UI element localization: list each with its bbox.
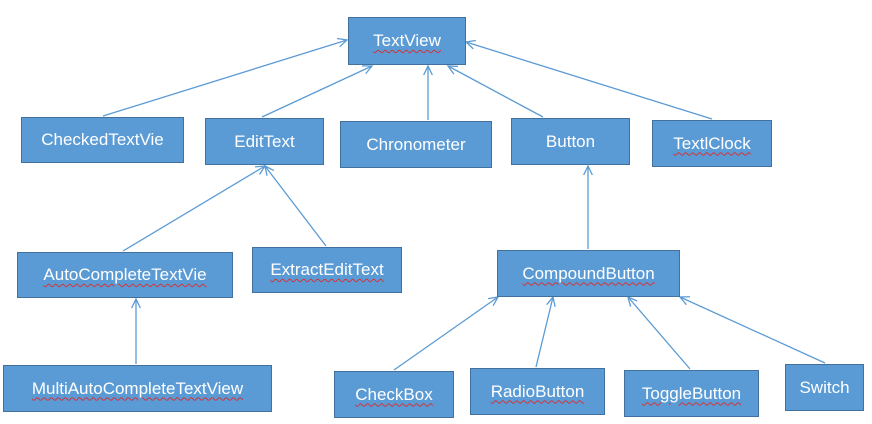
node-edittext-label: EditText [234,131,295,151]
arrow-checkedtextview-to-textview [102,37,349,117]
node-textview-label: TextView [373,31,441,50]
node-checkbox: CheckBox [334,371,454,418]
node-button-label: Button [545,131,596,151]
node-extractedittext-label: ExtractEditText [270,260,384,279]
arrow-multiautocompletetextview-to-autocompletetextview [131,297,141,364]
arrow-checkbox-to-compoundbutton [393,296,500,371]
node-switch-label: Switch [799,377,850,397]
node-togglebutton: ToggleButton [624,370,759,417]
arrow-extractedittext-to-edittext [264,164,327,247]
node-togglebutton-label: ToggleButton [641,383,742,403]
node-chronometer: Chronometer [340,121,492,168]
node-autocompletetextview-label: AutoCompleteTextVie [43,265,207,284]
node-edittext: EditText [205,118,324,165]
arrow-textclock-to-textview [464,39,713,120]
arrow-chronometer-to-textview [423,64,433,120]
arrow-button-to-textview [446,65,544,118]
node-button: Button [511,118,630,165]
node-chronometer-label: Chronometer [366,134,466,154]
node-compoundbutton: CompoundButton [497,250,680,297]
node-multiautocompletetextview-label: MultiAutoCompleteTextView [31,378,244,398]
node-radiobutton: RadioButton [470,368,605,415]
arrow-radiobutton-to-compoundbutton [535,295,556,368]
arrow-edittext-to-textview [261,65,374,118]
node-textclock: TextlClock [652,120,772,167]
node-multiautocompletetextview: MultiAutoCompleteTextView [3,365,272,412]
node-checkedtextview-label: CheckedTextVie [41,130,164,149]
arrow-togglebutton-to-compoundbutton [627,295,691,370]
arrow-switch-to-compoundbutton [678,296,826,364]
node-switch: Switch [785,364,864,411]
node-radiobutton-label: RadioButton [490,381,585,401]
node-textclock-label: TextlClock [673,133,751,153]
node-extractedittext: ExtractEditText [252,247,402,293]
node-checkbox-label: CheckBox [355,384,433,404]
node-textview: TextView [348,17,466,65]
arrow-autocompletetextview-to-edittext [122,165,267,252]
node-autocompletetextview: AutoCompleteTextVie [17,252,233,298]
arrow-compoundbutton-to-button [583,164,593,249]
node-compoundbutton-label: CompoundButton [522,263,655,283]
node-checkedtextview: CheckedTextVie [21,117,184,163]
